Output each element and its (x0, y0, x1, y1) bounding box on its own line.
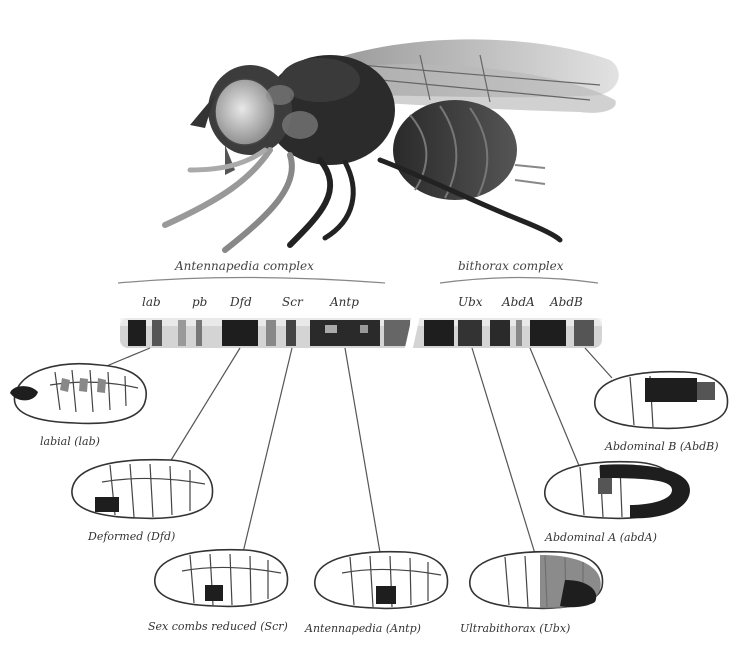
embryo-caption-deformed: Deformed (Dfd) (87, 530, 175, 543)
embryo-abdominal-b: Abdominal B (AbdB) (595, 372, 728, 453)
embryo-caption-labial: labial (lab) (40, 435, 100, 448)
bithorax-complex-label: bithorax complex (458, 259, 564, 273)
gene-label-abdb: AbdB (549, 295, 583, 309)
connector-scr (240, 348, 292, 565)
fruit-fly-illustration (165, 39, 619, 250)
gene-label-abda: AbdA (501, 295, 535, 309)
chromosome-bar (120, 316, 602, 352)
embryo-caption-ultrabithorax: Ultrabithorax (Ubx) (460, 622, 570, 635)
connector-abdb (585, 348, 612, 378)
complex-labels: Antennapedia complex bithorax complex (118, 259, 598, 283)
gene-label-lab: lab (142, 295, 161, 309)
gene-label-scr: Scr (282, 295, 304, 309)
bithorax-bracket (440, 278, 598, 284)
connector-dfd (165, 348, 240, 470)
embryo-deformed: Deformed (Dfd) (72, 460, 213, 543)
connector-abda (530, 348, 580, 468)
gene-label-ubx: Ubx (458, 295, 483, 309)
embryo-caption-abdominal-b: Abdominal B (AbdB) (604, 440, 719, 453)
embryo-abdominal-a: Abdominal A (abdA) (544, 462, 690, 544)
antennapedia-complex-label: Antennapedia complex (174, 259, 314, 273)
embryo-caption-antennapedia: Antennapedia (Antp) (304, 622, 421, 635)
embryo-sex-combs-reduced: Sex combs reduced (Scr) (148, 550, 288, 633)
gene-label-pb: pb (192, 295, 207, 309)
embryo-antennapedia: Antennapedia (Antp) (304, 552, 448, 635)
connector-antp (345, 348, 383, 570)
connector-ubx (472, 348, 540, 570)
gene-label-dfd: Dfd (229, 295, 252, 309)
embryo-labial: labial (lab) (10, 364, 146, 448)
embryo-ultrabithorax: Ultrabithorax (Ubx) (460, 552, 603, 635)
embryo-caption-abdominal-a: Abdominal A (abdA) (544, 531, 657, 544)
gene-label-antp: Antp (329, 295, 359, 309)
embryo-caption-sex-combs-reduced: Sex combs reduced (Scr) (148, 620, 288, 633)
gene-labels: lab pb Dfd Scr Antp Ubx AbdA AbdB (142, 295, 583, 309)
antennapedia-bracket (118, 278, 385, 284)
